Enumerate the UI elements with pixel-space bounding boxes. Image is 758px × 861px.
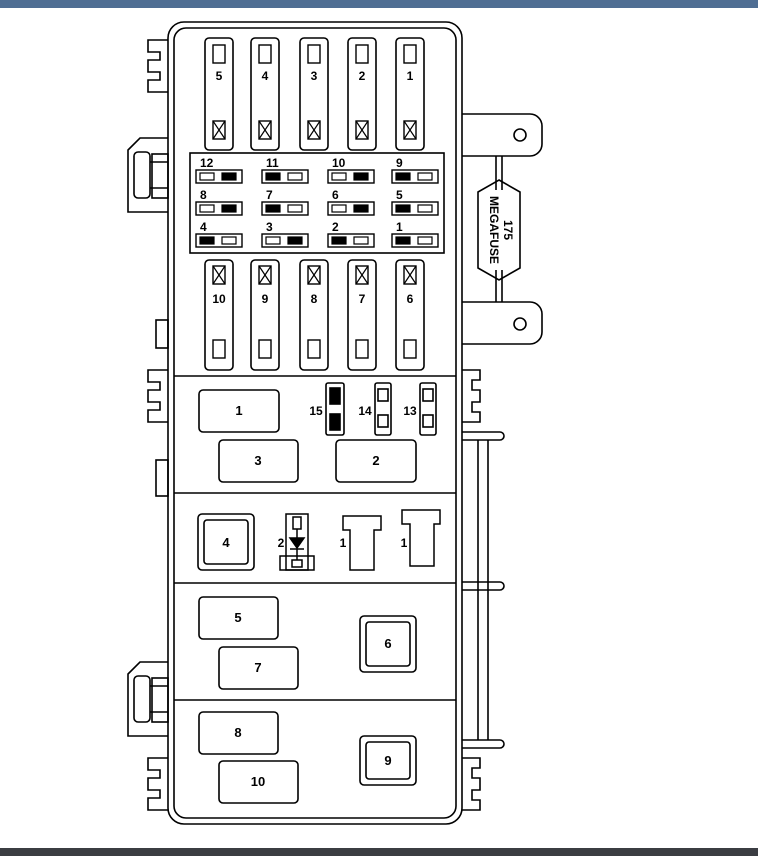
mini-fuse: 4: [195, 220, 243, 248]
relay-4: [197, 513, 255, 571]
mini-fuse: 7: [261, 188, 309, 216]
diode-label: 2: [278, 536, 285, 550]
mini-fuse-label: 7: [266, 188, 273, 202]
maxi-fuse-label: 3: [311, 69, 318, 83]
mini-fuse-label: 10: [332, 156, 346, 170]
maxi-fuse: 4: [250, 37, 280, 151]
mini-fuse: 8: [195, 188, 243, 216]
maxi-fuse-label: 6: [407, 292, 414, 306]
relay-10-label: 10: [251, 774, 265, 789]
maxi-fuse: 6: [395, 259, 425, 371]
mini-fuse-label: 11: [266, 156, 279, 170]
relay-6: [359, 615, 417, 673]
mini-fuse-label: 6: [332, 188, 339, 202]
maxi-fuse: 1: [395, 37, 425, 151]
megafuse-body: [477, 179, 521, 281]
small-fuse-15-label: 15: [309, 404, 323, 418]
relay-5: [198, 596, 279, 640]
megafuse-mount: [462, 113, 543, 345]
mini-fuse: 1: [391, 220, 439, 248]
right-clip: [462, 369, 481, 811]
mini-fuse: 9: [391, 156, 439, 184]
maxi-fuse: 8: [299, 259, 329, 371]
mini-fuse: 2: [327, 220, 375, 248]
small-fuse-14: [374, 382, 392, 436]
small-fuse-13-label: 13: [403, 404, 417, 418]
relay-6-label: 6: [384, 636, 391, 651]
relay-5-label: 5: [234, 610, 241, 625]
mini-fuse: 10: [327, 156, 375, 184]
mini-fuse: 11: [261, 156, 309, 184]
maxi-fuse-label: 10: [212, 292, 226, 306]
mini-fuse-label: 3: [266, 220, 273, 234]
maxi-fuse: 5: [204, 37, 234, 151]
plug-connector-right: [401, 509, 441, 567]
maxi-fuse: 10: [204, 259, 234, 371]
small-fuse-13: [419, 382, 437, 436]
relay-3: [218, 439, 299, 483]
relay-2-label: 2: [372, 453, 379, 468]
relay-1-label: 1: [235, 403, 242, 418]
megafuse-rating: 175: [501, 220, 515, 240]
left-tab: [155, 319, 169, 349]
relay-1: [198, 389, 280, 433]
relay-9-label: 9: [384, 753, 391, 768]
mini-fuse: 6: [327, 188, 375, 216]
maxi-fuse: 9: [250, 259, 280, 371]
relay-9: [359, 735, 417, 786]
relay-8-label: 8: [234, 725, 241, 740]
relay-4-label: 4: [222, 535, 230, 550]
mini-fuse-block: [189, 152, 445, 254]
plug-connector-left: [342, 515, 382, 571]
mini-fuse-label: 4: [200, 220, 207, 234]
left-latch: [127, 137, 169, 737]
maxi-fuse-label: 2: [359, 69, 366, 83]
mini-fuse: 5: [391, 188, 439, 216]
housing-inner: [173, 27, 457, 819]
maxi-fuse-label: 1: [407, 69, 414, 83]
maxi-fuse-label: 5: [216, 69, 223, 83]
diode-module: [279, 513, 315, 571]
plug-left-label: 1: [340, 536, 347, 550]
mini-fuse-label: 9: [396, 156, 403, 170]
plug-right-label: 1: [401, 536, 408, 550]
relay-3-label: 3: [254, 453, 261, 468]
megafuse-label: MEGAFUSE: [487, 196, 501, 264]
mini-fuse-label: 8: [200, 188, 207, 202]
relay-10: [218, 760, 299, 804]
maxi-fuse: 2: [347, 37, 377, 151]
maxi-fuse: 7: [347, 259, 377, 371]
left-clip: [147, 39, 168, 811]
bottom-bar: [0, 848, 758, 856]
right-rail: [462, 431, 505, 749]
maxi-fuse-label: 4: [262, 69, 269, 83]
relay-8: [198, 711, 279, 755]
housing-outer: [167, 21, 463, 825]
maxi-fuse: 3: [299, 37, 329, 151]
mini-fuse-label: 12: [200, 156, 214, 170]
mini-fuse: 3: [261, 220, 309, 248]
maxi-fuse-label: 8: [311, 292, 318, 306]
mini-fuse-label: 2: [332, 220, 339, 234]
relay-7-label: 7: [254, 660, 261, 675]
mini-fuse: 12: [195, 156, 243, 184]
mini-fuse-label: 1: [396, 220, 403, 234]
left-tab: [155, 459, 169, 497]
small-fuse-14-label: 14: [358, 404, 372, 418]
relay-7: [218, 646, 299, 690]
maxi-fuse-label: 9: [262, 292, 269, 306]
top-bar: [0, 0, 758, 8]
mini-fuse-label: 5: [396, 188, 403, 202]
relay-2: [335, 439, 417, 483]
maxi-fuse-label: 7: [359, 292, 366, 306]
small-fuse-15: [325, 382, 345, 436]
